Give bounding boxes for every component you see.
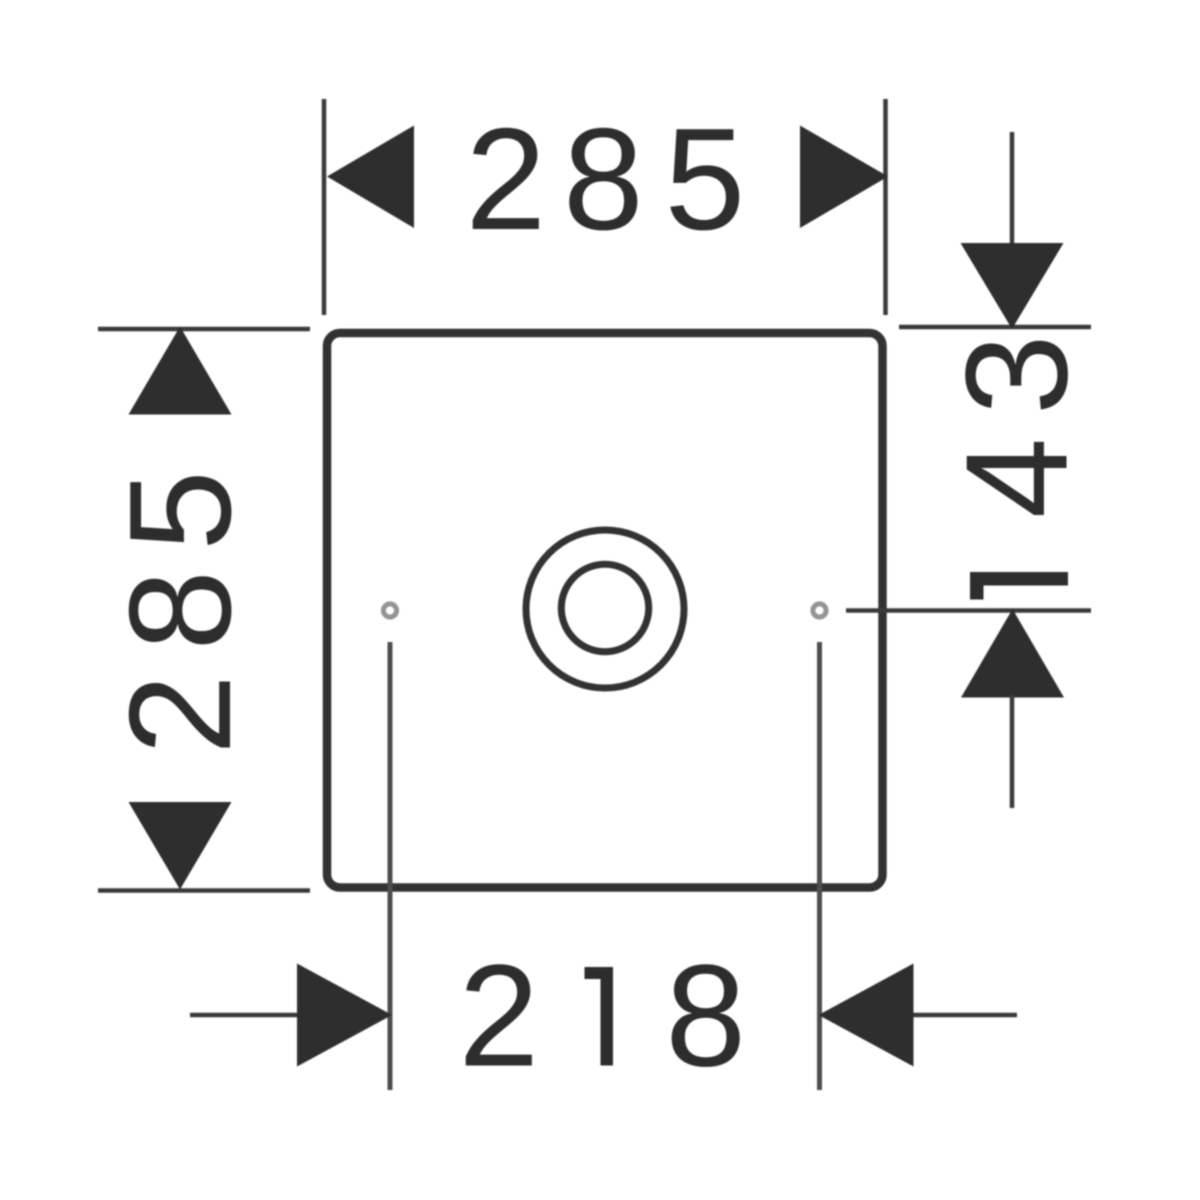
svg-text:8: 8 <box>563 98 644 260</box>
svg-text:2: 2 <box>99 674 261 755</box>
svg-text:5: 5 <box>99 470 261 551</box>
svg-text:2: 2 <box>465 98 546 260</box>
svg-text:3: 3 <box>936 334 1098 415</box>
svg-text:4: 4 <box>936 438 1098 519</box>
svg-text:2: 2 <box>458 935 539 1097</box>
svg-text:8: 8 <box>665 935 746 1097</box>
svg-text:5: 5 <box>665 98 746 260</box>
svg-text:8: 8 <box>99 570 261 651</box>
